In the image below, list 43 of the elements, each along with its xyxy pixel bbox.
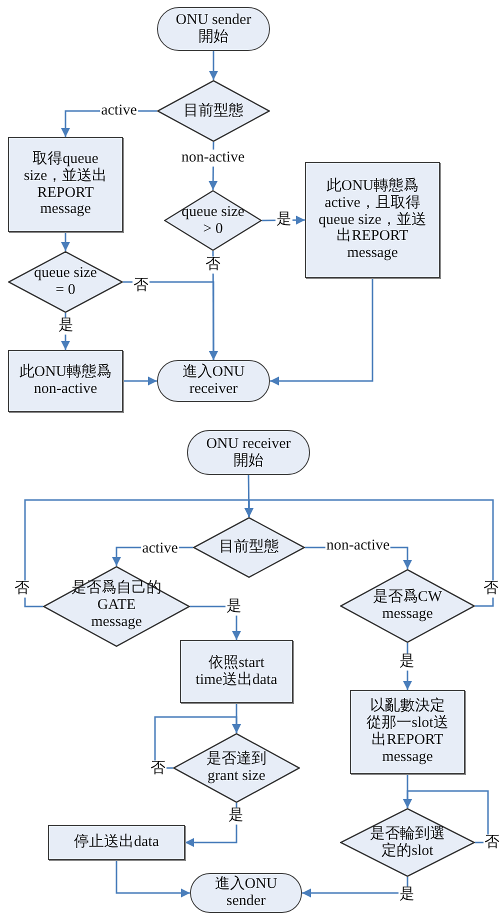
terminator-shape: 進入ONU receiver bbox=[157, 360, 270, 402]
decision-diamond: 目前型態 bbox=[193, 517, 305, 578]
decision-diamond: 是否達到grant size bbox=[173, 733, 300, 803]
process-box: 此ONU轉態爲non-active bbox=[8, 350, 123, 412]
edge-label: 是 bbox=[276, 212, 292, 228]
arrow bbox=[116, 860, 190, 898]
edge-label: 否 bbox=[484, 834, 500, 852]
arrow bbox=[61, 232, 70, 251]
process-box: 此ONU轉態爲active，且取得queue size，並送出REPORT message bbox=[305, 162, 440, 278]
edge-label: 否 bbox=[14, 580, 30, 598]
arrow bbox=[244, 499, 494, 607]
arrow bbox=[270, 278, 374, 386]
process-box: 以亂數決定從那一slot送出REPORT message bbox=[350, 690, 465, 774]
terminator-shape: ONU receiver 開始 bbox=[187, 430, 310, 475]
edge-label: 否 bbox=[150, 760, 166, 778]
arrow bbox=[262, 216, 305, 225]
edge-label: 是 bbox=[226, 598, 242, 616]
decision-diamond: queue size > 0 bbox=[164, 190, 262, 251]
process-box: 依照start time送出data bbox=[180, 640, 293, 703]
decision-diamond: 是否輪到選定的slot bbox=[340, 808, 475, 877]
decision-diamond: queue size = 0 bbox=[8, 251, 123, 313]
edge-label: 否 bbox=[132, 278, 150, 294]
arrow bbox=[185, 803, 238, 847]
arrow bbox=[208, 251, 218, 360]
arrow bbox=[123, 376, 157, 386]
decision-diamond: 目前型態 bbox=[157, 80, 270, 142]
edge-label: 否 bbox=[482, 580, 500, 598]
edge-label: 否 bbox=[204, 256, 222, 274]
edge-label: 是 bbox=[58, 318, 74, 334]
process-box: 停止送出data bbox=[48, 825, 185, 860]
arrow bbox=[302, 877, 408, 898]
arrow bbox=[209, 51, 218, 80]
process-box: 取得queue size，並送出REPORT message bbox=[8, 137, 123, 232]
edge-label: 是 bbox=[398, 654, 416, 670]
decision-diamond: 是否爲CW message bbox=[340, 569, 475, 643]
edge-label: 是 bbox=[398, 886, 416, 904]
terminator-shape: ONU sender 開始 bbox=[157, 7, 270, 51]
edge-label: non-active bbox=[180, 150, 246, 166]
arrow bbox=[154, 716, 241, 769]
arrow bbox=[190, 606, 241, 640]
edge-label: 是 bbox=[228, 808, 244, 824]
terminator-shape: 進入ONU sender bbox=[190, 873, 302, 913]
arrow bbox=[403, 790, 489, 844]
